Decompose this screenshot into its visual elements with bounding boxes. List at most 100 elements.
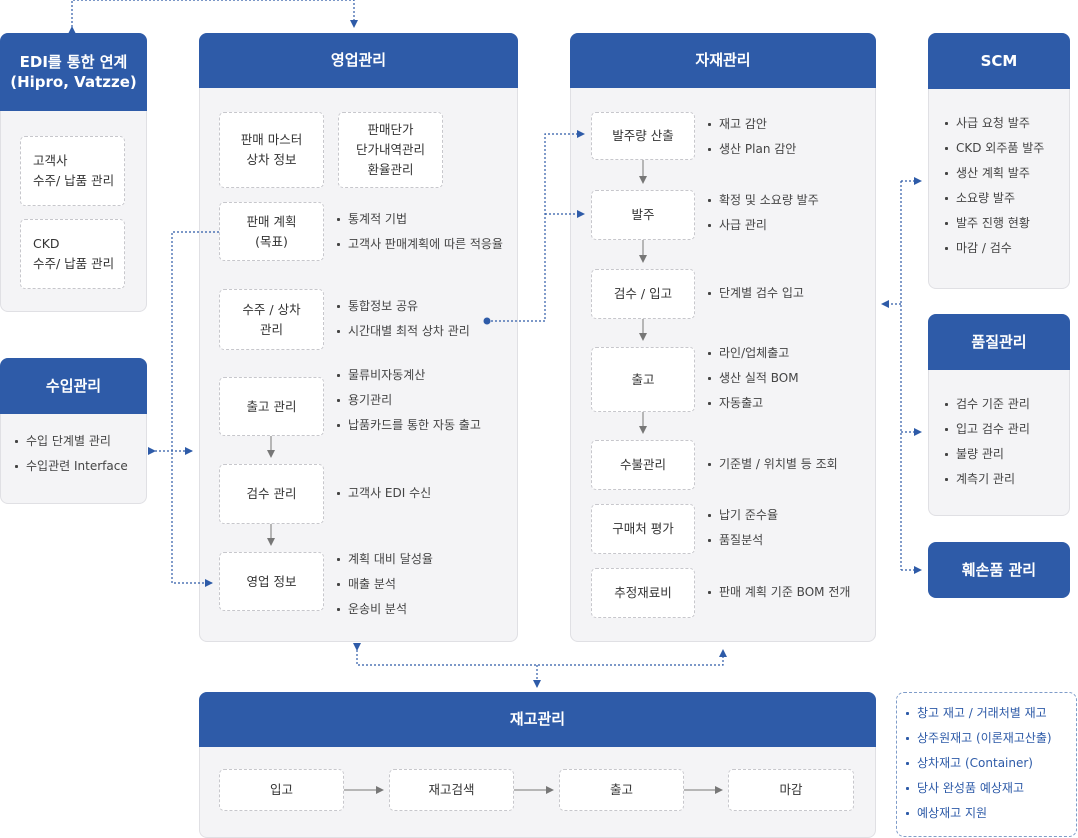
material-receiving-box: 검수 / 입고 [591,269,695,319]
inventory-step: 입고 [219,769,344,811]
scm-title: SCM [980,51,1018,70]
scm-header: SCM [928,33,1070,89]
edi-customer-box: 고객사 수주/ 납품 관리 [20,136,125,206]
inventory-step-label: 출고 [609,782,633,797]
material-ledger-box: 수불관리 [591,440,695,490]
inventory-note: 상주원재고 (이론재고산출) [905,726,1052,751]
sales-header: 영업관리 [199,33,518,88]
material-vendor-notes: 납기 준수율 품질분석 [707,503,778,553]
inventory-step: 재고검색 [389,769,514,811]
note-item: 운송비 분석 [336,597,433,622]
sales-info-box: 영업 정보 [219,552,324,611]
quality-item: 불량 관리 [944,442,1030,467]
scm-item: 생산 계획 발주 [944,161,1044,186]
material-title: 자재관리 [695,51,751,70]
quality-item: 검수 기준 관리 [944,392,1030,417]
sales-price-box: 판매단가 단가내역관리 환율관리 [338,112,443,188]
import-title: 수입관리 [45,376,102,395]
note-item: 확정 및 소요량 발주 [707,188,819,213]
note-item: 자동출고 [707,391,799,416]
inventory-header: 재고관리 [199,692,876,747]
edi-ckd-label: CKD 수주/ 납품 관리 [33,236,115,271]
inventory-step: 마감 [728,769,854,811]
note-item: 납품카드를 통한 자동 출고 [336,413,481,438]
material-row-label: 검수 / 입고 [613,286,673,301]
material-purchase-notes: 확정 및 소요량 발주 사급 관리 [707,188,819,238]
note-item: 품질분석 [707,528,778,553]
import-header: 수입관리 [0,358,147,414]
inventory-step-label: 재고검색 [428,782,475,797]
material-vendor-box: 구매처 평가 [591,504,695,554]
sales-title: 영업관리 [330,51,387,70]
note-item: 고객사 판매계획에 따른 적응율 [336,232,503,257]
material-purchase-box: 발주 [591,190,695,240]
inventory-notes: 창고 재고 / 거래처별 재고 상주원재고 (이론재고산출) 상차재고 (Con… [905,701,1052,826]
sales-plan-box: 판매 계획 (목표) [219,202,324,261]
sales-order-box: 수주 / 상차 관리 [219,289,324,350]
scm-item: 사급 요청 발주 [944,111,1044,136]
note-item: 계획 대비 달성율 [336,547,433,572]
sales-plan-notes: 통계적 기법 고객사 판매계획에 따른 적응율 [336,207,503,257]
note-item: 생산 Plan 감안 [707,137,796,162]
inventory-note: 상차재고 (Container) [905,751,1052,776]
sales-master-label: 판매 마스터 상차 정보 [240,132,303,167]
scm-list: 사급 요청 발주 CKD 외주품 발주 생산 계획 발주 소요량 발주 발주 진… [944,111,1044,261]
scm-item: CKD 외주품 발주 [944,136,1044,161]
material-row-label: 구매처 평가 [612,521,674,536]
note-item: 재고 감안 [707,112,796,137]
quality-title: 품질관리 [971,332,1027,351]
inventory-note: 당사 완성품 예상재고 [905,776,1052,801]
material-cost-notes: 판매 계획 기준 BOM 전개 [707,580,850,605]
material-shipping-notes: 라인/업체출고 생산 실적 BOM 자동출고 [707,341,799,416]
material-header: 자재관리 [570,33,876,88]
note-item: 시간대별 최적 상차 관리 [336,319,470,344]
sales-master-box: 판매 마스터 상차 정보 [219,112,324,188]
quality-item: 계측기 관리 [944,467,1030,492]
inventory-step-label: 마감 [779,782,803,797]
note-item: 판매 계획 기준 BOM 전개 [707,580,850,605]
note-item: 통계적 기법 [336,207,503,232]
edi-ckd-box: CKD 수주/ 납품 관리 [20,219,125,289]
edi-customer-label: 고객사 수주/ 납품 관리 [33,153,115,188]
material-row-label: 출고 [631,371,655,387]
note-item: 기준별 / 위치별 등 조회 [707,452,838,477]
sales-shipping-notes: 물류비자동계산 용기관리 납품카드를 통한 자동 출고 [336,363,481,438]
material-row-label: 수불관리 [619,457,666,472]
scm-item: 소요량 발주 [944,186,1044,211]
quality-list: 검수 기준 관리 입고 검수 관리 불량 관리 계측기 관리 [944,392,1030,492]
material-ledger-notes: 기준별 / 위치별 등 조회 [707,452,838,477]
inventory-title: 재고관리 [509,710,566,729]
sales-info-notes: 계획 대비 달성율 매출 분석 운송비 분석 [336,547,433,622]
sales-info-label: 영업 정보 [246,573,297,589]
note-item: 라인/업체출고 [707,341,799,366]
note-item: 매출 분석 [336,572,433,597]
sales-shipping-label: 출고 관리 [246,398,297,414]
note-item: 단계별 검수 입고 [707,281,804,306]
defect-header: 훼손품 관리 [928,542,1070,598]
defect-title: 훼손품 관리 [961,560,1037,579]
note-item: 통합정보 공유 [336,294,470,319]
note-item: 물류비자동계산 [336,363,481,388]
note-item: 사급 관리 [707,213,819,238]
material-cost-box: 추정재료비 [591,568,695,618]
sales-inspection-label: 검수 관리 [246,486,297,501]
inventory-step-label: 입고 [269,782,293,797]
import-list: 수입 단계별 관리 수입관련 Interface [14,429,128,479]
material-order-calc-notes: 재고 감안 생산 Plan 감안 [707,112,796,162]
import-item: 수입관련 Interface [14,454,128,479]
sales-material-inventory-connector [353,643,727,666]
quality-item: 입고 검수 관리 [944,417,1030,442]
sales-inspection-box: 검수 관리 [219,464,324,524]
edi-header: EDI를 통한 연계 (Hipro, Vatzze) [0,33,147,111]
material-receiving-notes: 단계별 검수 입고 [707,281,804,306]
scm-item: 발주 진행 현황 [944,211,1044,236]
import-item: 수입 단계별 관리 [14,429,128,454]
inventory-note: 예상재고 지원 [905,801,1052,826]
edi-title-line1: EDI를 통한 연계 [19,52,128,71]
scm-item: 마감 / 검수 [944,236,1044,261]
material-row-label: 발주량 산출 [612,128,674,143]
material-row-label: 추정재료비 [614,585,672,600]
material-shipping-box: 출고 [591,347,695,412]
sales-order-label: 수주 / 상차 관리 [242,301,301,337]
inventory-step: 출고 [559,769,684,811]
